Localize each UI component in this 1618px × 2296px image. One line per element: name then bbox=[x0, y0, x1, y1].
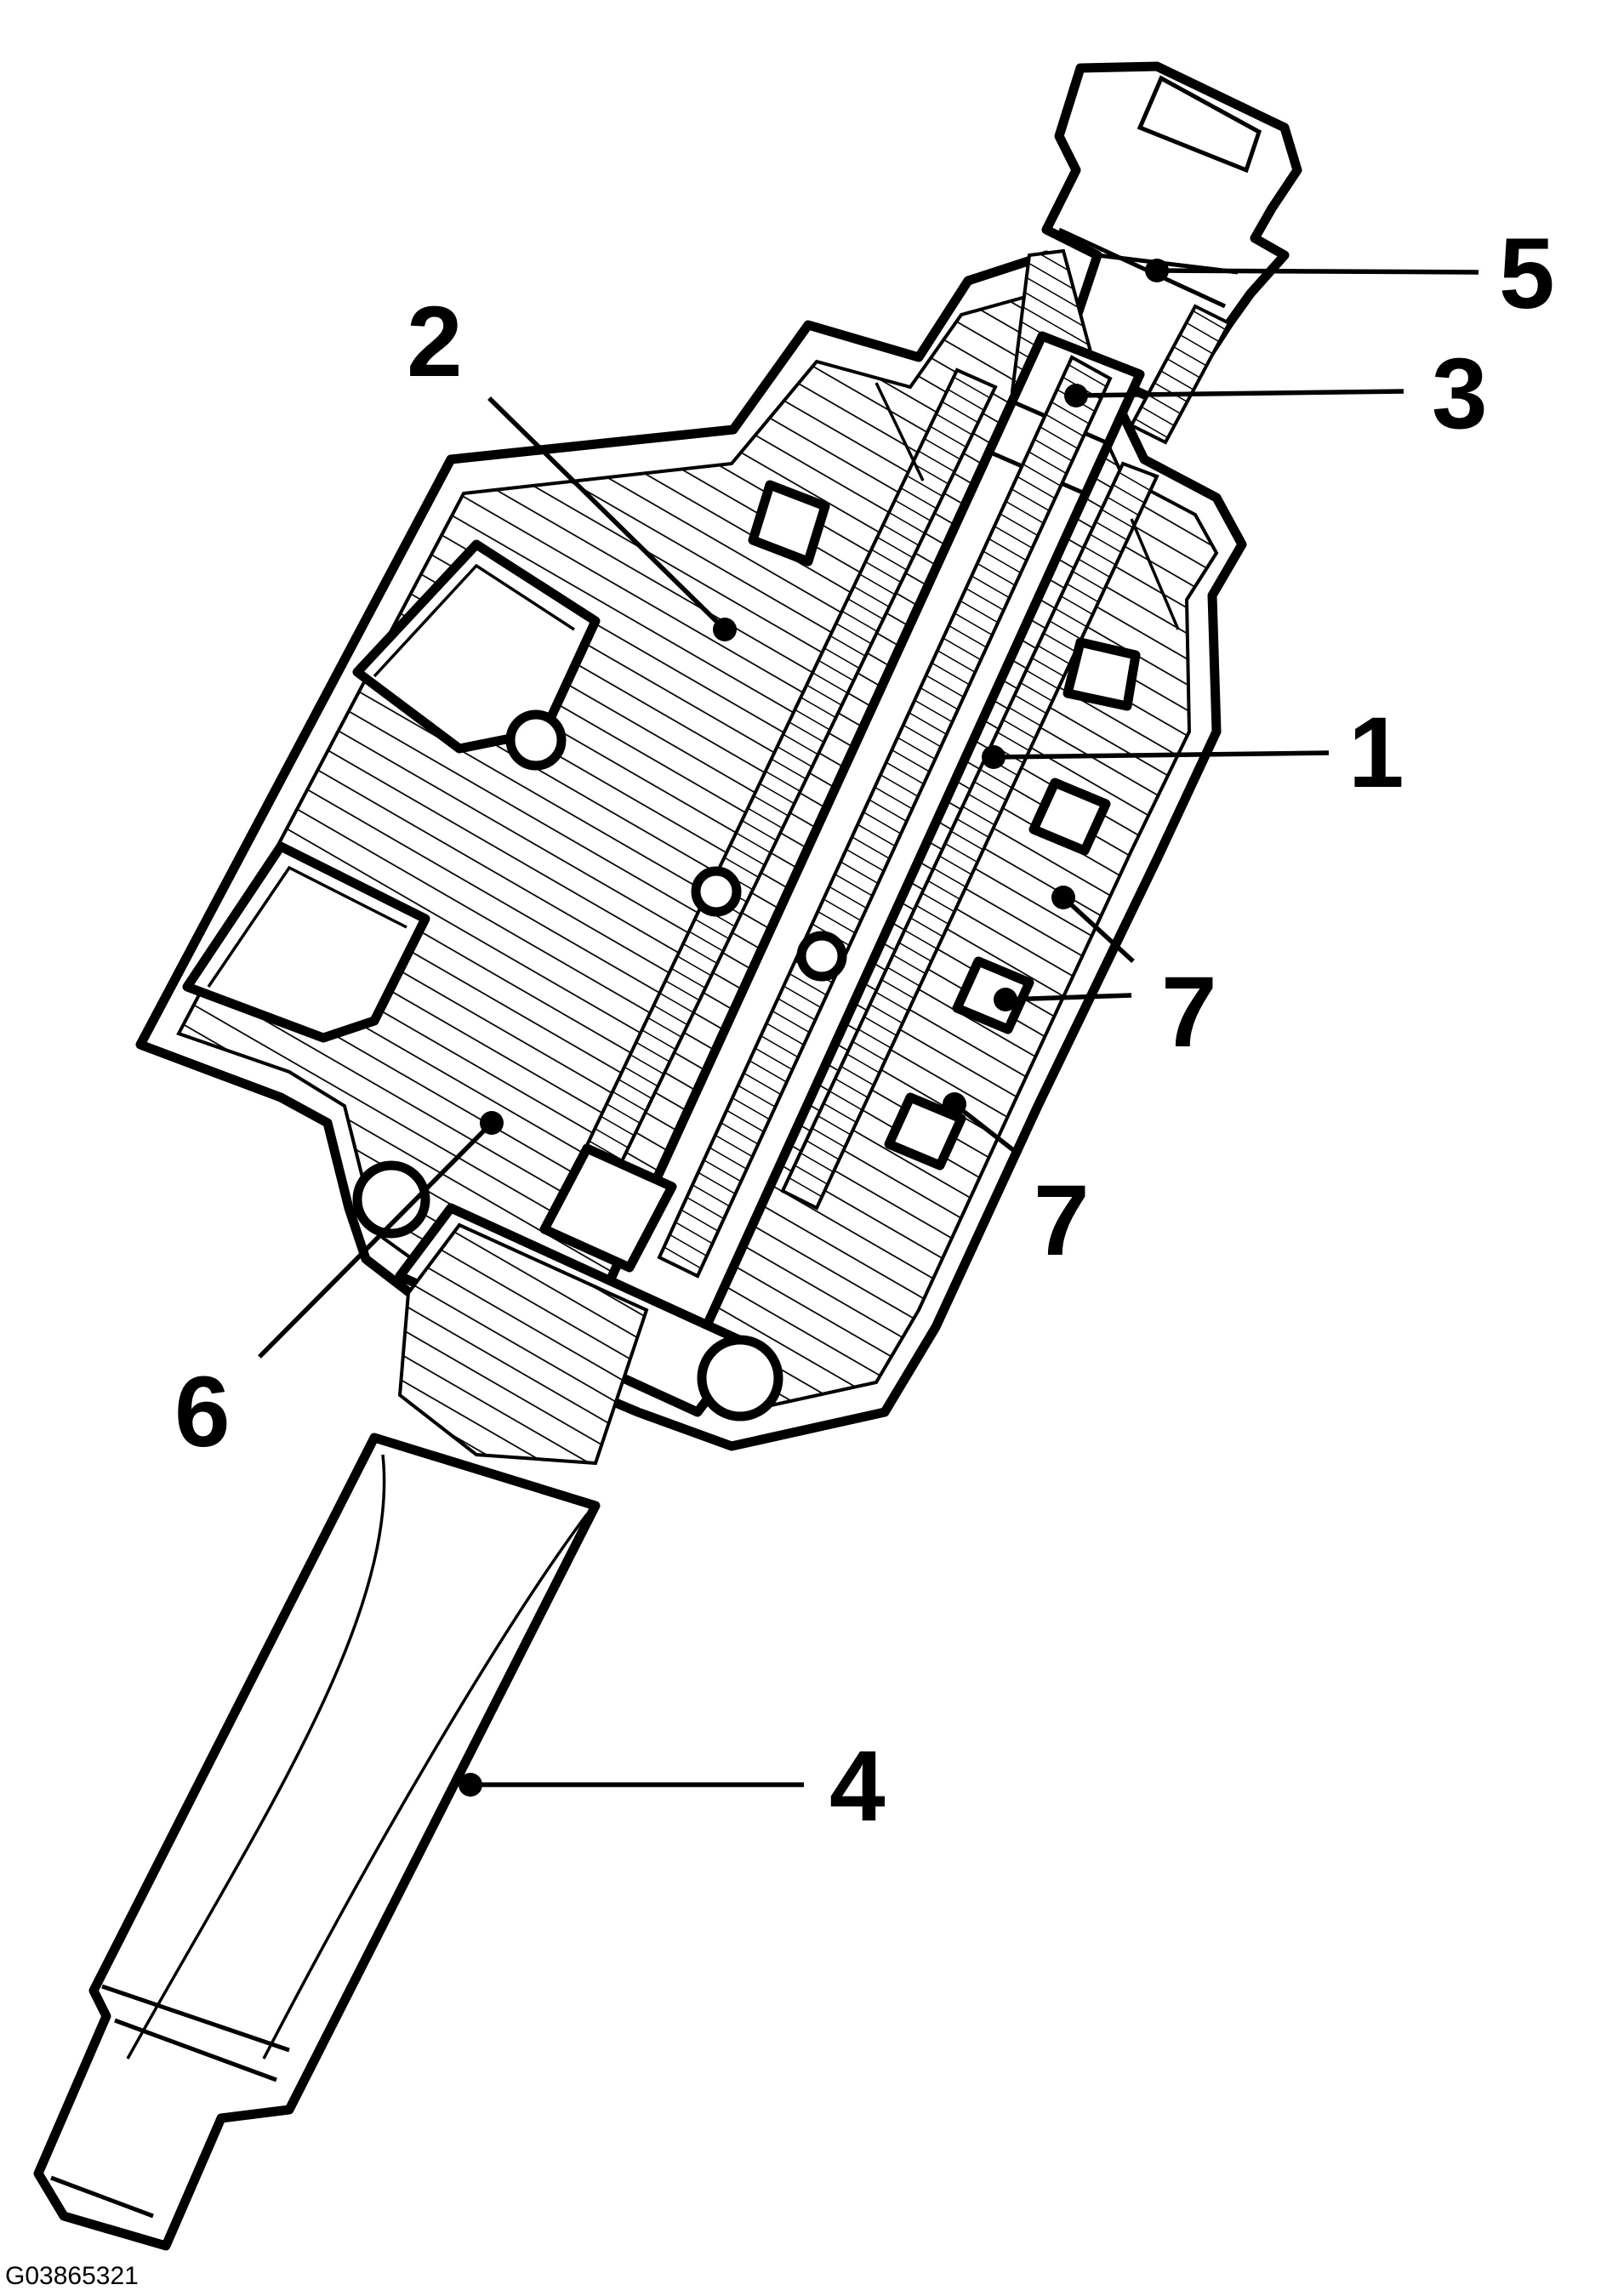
callout-label-5: 5 bbox=[1499, 218, 1555, 330]
callout-label-7-upper: 7 bbox=[1161, 956, 1217, 1068]
callout-label-6: 6 bbox=[174, 1356, 231, 1468]
figure-id: G03865321 bbox=[5, 2262, 139, 2290]
callout-label-7-lower: 7 bbox=[1034, 1165, 1090, 1277]
callout-leaders bbox=[258, 259, 1479, 1797]
pinion-output-shaft bbox=[33, 1433, 601, 2251]
housing-bearing-block-upper bbox=[352, 539, 601, 754]
leader-line-6 bbox=[258, 1121, 493, 1359]
leader-line-3 bbox=[1075, 389, 1404, 398]
callout-labels: 1 2 3 4 5 6 7 7 bbox=[174, 218, 1555, 1843]
pressure-chamber-seals bbox=[748, 382, 1180, 1171]
leader-line-1 bbox=[993, 750, 1330, 760]
housing-port-ball bbox=[505, 709, 567, 771]
callout-label-1: 1 bbox=[1348, 697, 1404, 809]
housing-bearing-block-lower bbox=[182, 841, 430, 1043]
torsion-bar-and-spool bbox=[539, 331, 1159, 1332]
lower-cap bbox=[352, 1160, 783, 1466]
leader-line-5 bbox=[1156, 268, 1479, 275]
leader-line-7a bbox=[1062, 895, 1135, 964]
callout-label-2: 2 bbox=[407, 286, 463, 398]
lower-ball-plug bbox=[697, 1335, 783, 1421]
callout-label-4: 4 bbox=[829, 1730, 886, 1843]
leader-line-7b bbox=[1005, 993, 1132, 1002]
leader-line-7c bbox=[953, 1102, 1018, 1155]
callout-label-3: 3 bbox=[1432, 338, 1488, 450]
leader-line-2 bbox=[487, 396, 726, 631]
